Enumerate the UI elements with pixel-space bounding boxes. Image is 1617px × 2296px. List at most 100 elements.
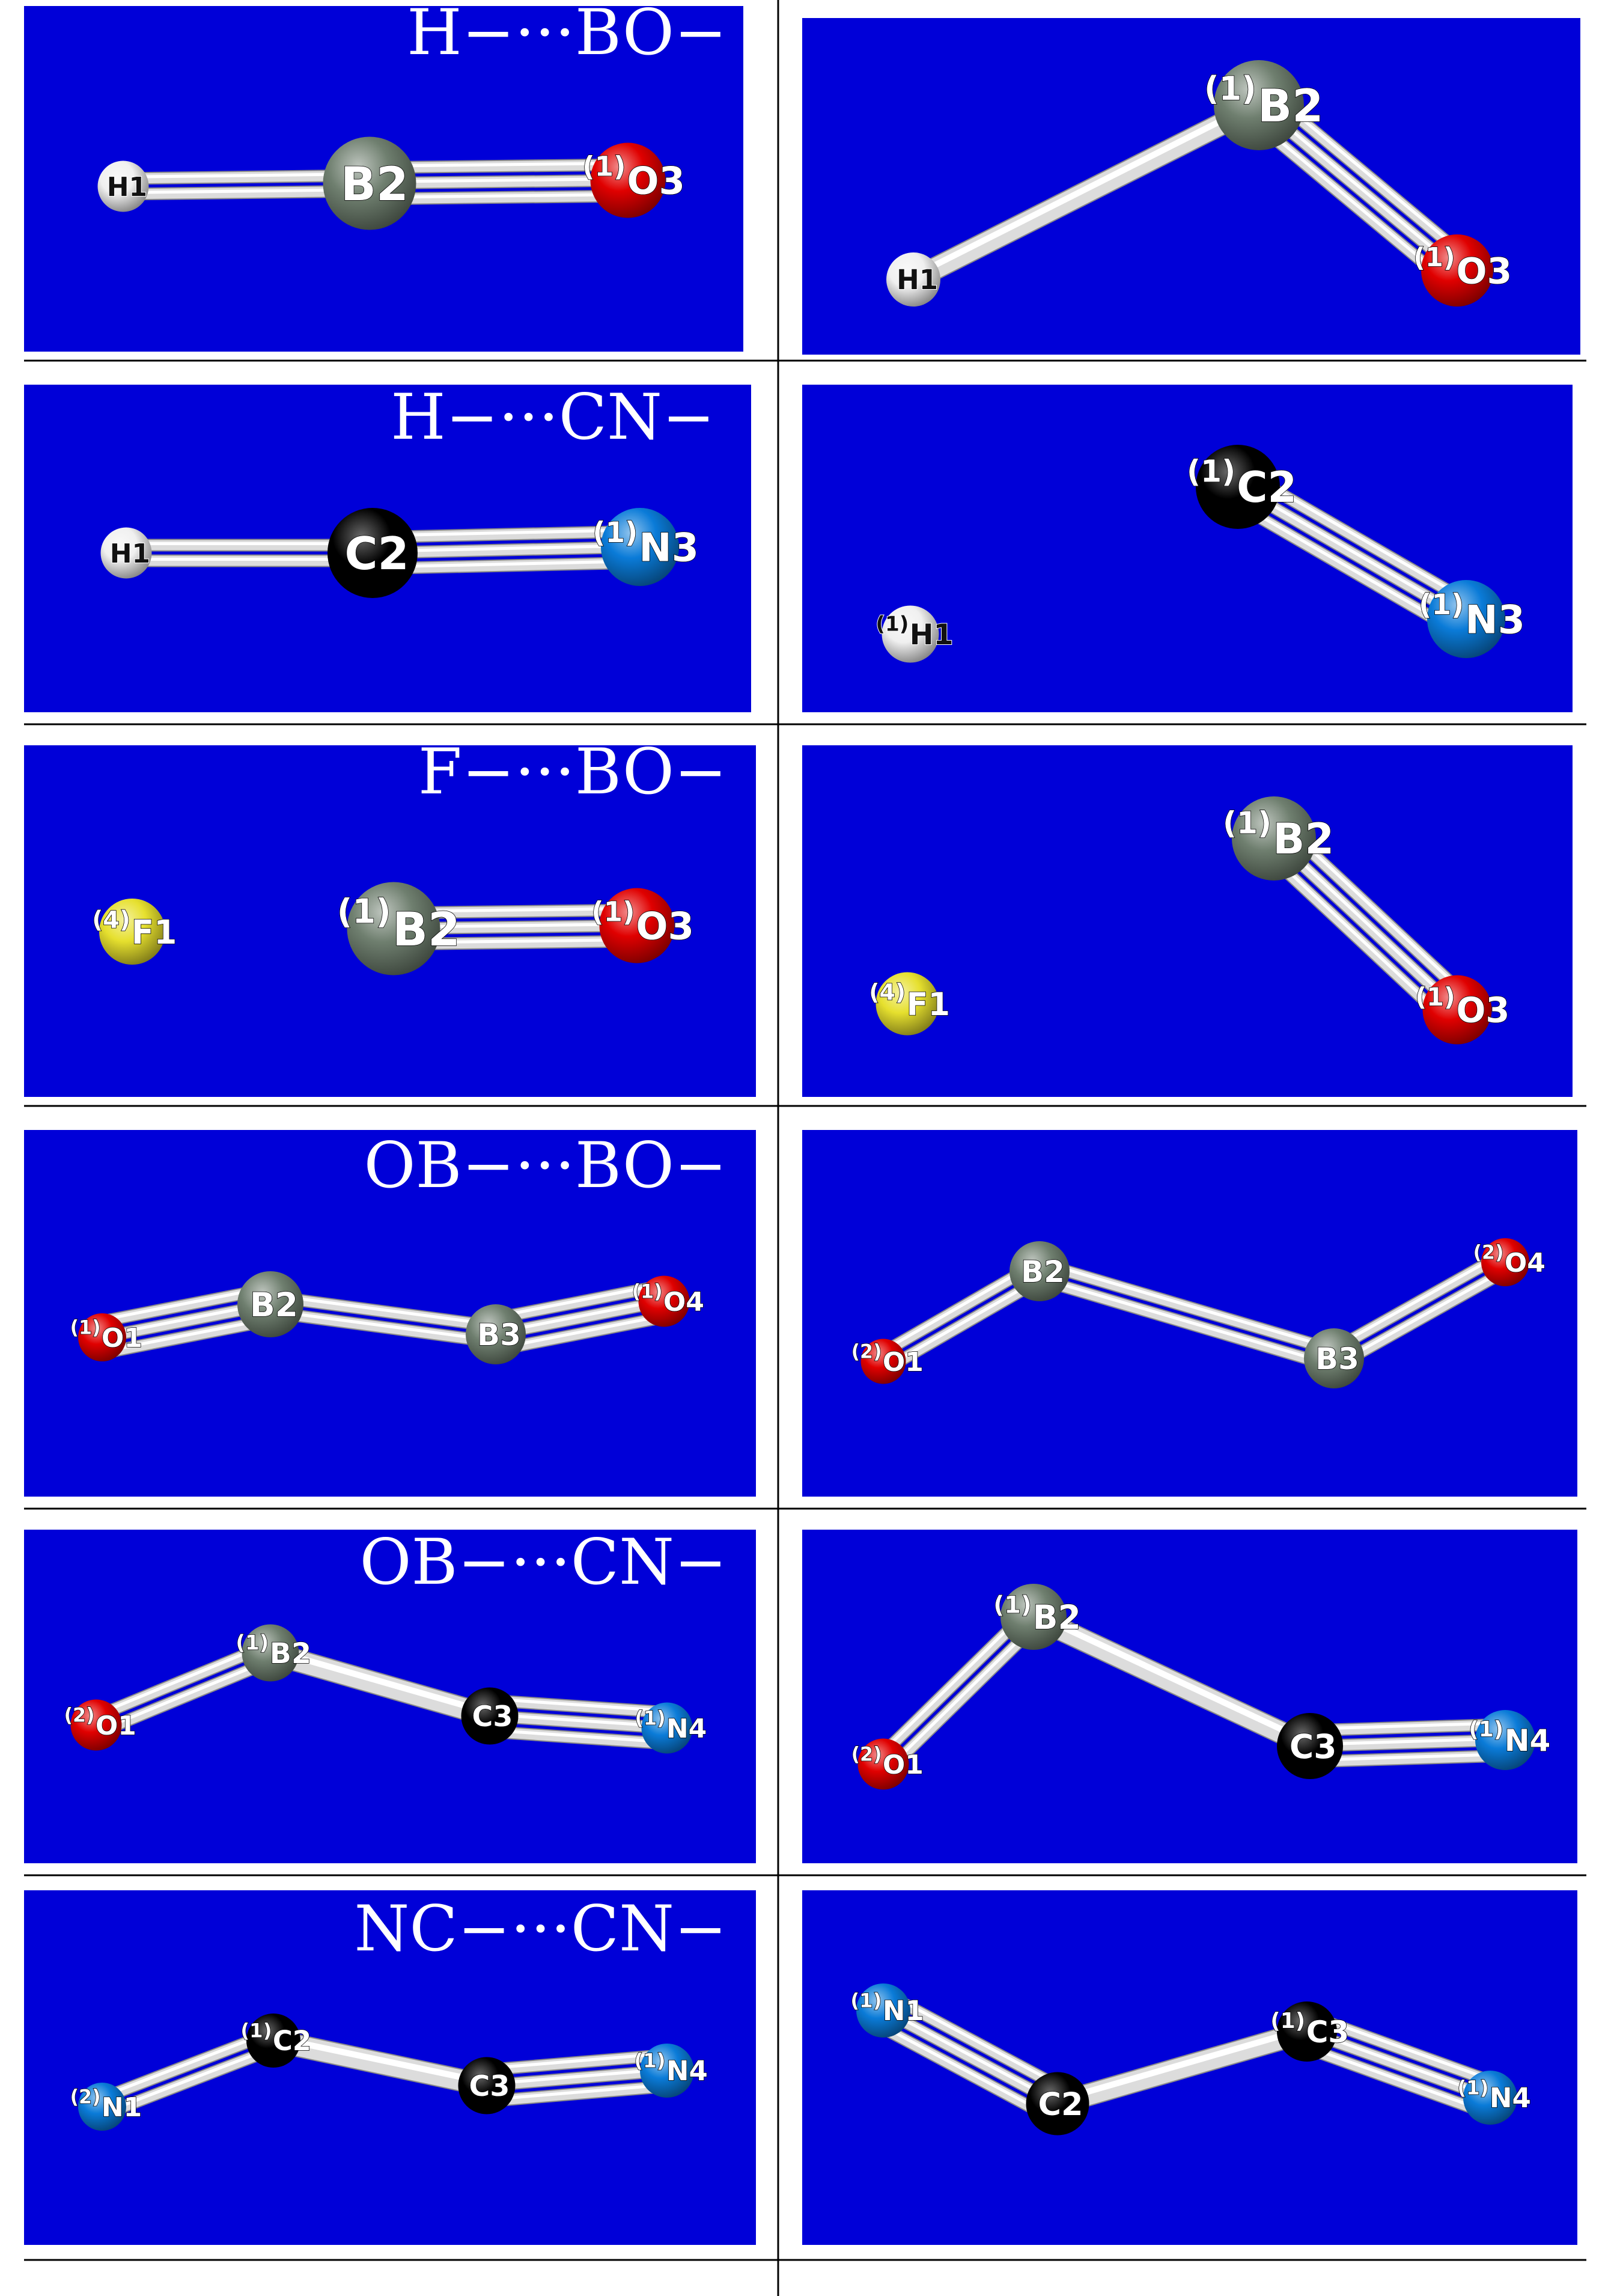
atom-sphere [1196, 445, 1280, 529]
bond-highlight [1246, 471, 1476, 606]
atom-C-C3: C3 [461, 1687, 519, 1745]
atom-B-B2: (1)B2 [993, 1584, 1082, 1650]
bond-highlight [92, 1643, 268, 1718]
atom-C-C2: (1)C2 [240, 2014, 312, 2068]
bond-highlight [885, 1275, 1044, 1369]
atom-sphere [1475, 1710, 1535, 1770]
bond-highlight [373, 559, 641, 569]
atom-N-N1: (2)N1 [70, 2083, 142, 2131]
bond-highlight [99, 1286, 267, 1322]
atom-superscript: (1) [1457, 2077, 1488, 2099]
bond-highlight [1056, 2026, 1307, 2104]
atom-label: O4 [663, 1287, 704, 1317]
atom-B-B2: B2 [1009, 1241, 1070, 1301]
atom-sphere [856, 1983, 910, 2038]
atom-sphere [638, 1275, 690, 1327]
atom-sphere [97, 160, 149, 212]
atom-label: O1 [102, 1323, 142, 1354]
bond-highlight [1268, 91, 1469, 259]
atom-superscript: (1) [1415, 983, 1455, 1012]
atom-superscript: (1) [591, 896, 635, 928]
atom-H-H1: H1 [97, 160, 149, 212]
bond-line [1243, 469, 1477, 610]
complex-title: H−···BO− [407, 0, 727, 69]
atom-superscript: (1) [1204, 70, 1256, 108]
bond-highlight [1302, 2043, 1486, 2113]
bonds [876, 1250, 1512, 1374]
bond-highlight [910, 99, 1259, 280]
atom-O-O3: (1)O3 [582, 142, 686, 218]
atom-sphere [242, 1624, 299, 1682]
atom-sphere [1421, 234, 1493, 307]
atom-sphere [1232, 796, 1316, 881]
atom-label: B2 [1273, 814, 1334, 864]
atom-superscript: (1) [1419, 589, 1464, 621]
atom-O-O1: (2)O1 [64, 1699, 137, 1751]
atom-O-O3: (1)O3 [591, 888, 695, 963]
atom-N-N3: (1)N3 [1418, 580, 1526, 658]
atom-superscript: (2) [851, 1744, 882, 1766]
atom-label: N3 [639, 525, 699, 570]
atom-label: N4 [1505, 1723, 1551, 1758]
atom-B-B3: B3 [1304, 1328, 1364, 1388]
atom-B-B2: (1)B2 [1204, 60, 1324, 150]
bond-highlight [891, 1994, 1067, 2090]
bond-highlight [875, 1609, 1028, 1759]
bond-highlight [1237, 484, 1468, 620]
bond-highlight [1336, 1266, 1509, 1366]
panel-p1-left: H−···BO− H1 B2 (1)O3 [24, 0, 743, 352]
complex-title: OB−···CN− [359, 1525, 727, 1599]
atom-superscript: (2) [1473, 1242, 1504, 1264]
atom-sphere [466, 1304, 526, 1364]
atom-C-C3: (1)C3 [1270, 2001, 1350, 2062]
bonds [1259, 822, 1472, 1026]
atom-superscript: (1) [1223, 805, 1271, 841]
atom-label: B2 [341, 157, 409, 212]
atom-O-O3: (1)O3 [1414, 975, 1510, 1045]
atom-H-H1: H1 [100, 527, 152, 579]
atom-superscript: (4) [869, 979, 906, 1006]
atom-label: C2 [1038, 2086, 1083, 2123]
atom-sphere [1304, 1328, 1364, 1388]
bond-highlight [875, 2021, 1052, 2117]
atom-superscript: (1) [70, 1317, 101, 1339]
bond-highlight [1033, 1611, 1313, 1746]
atom-sphere [78, 2083, 126, 2131]
atom-label: C3 [472, 1700, 513, 1733]
atom-sphere [246, 2014, 300, 2068]
atom-label: B3 [1315, 1342, 1359, 1376]
atom-sphere [599, 888, 675, 963]
atom-superscript: (1) [236, 1631, 269, 1655]
atom-F-F1: (4)F1 [91, 899, 177, 965]
atom-superscript: (2) [64, 1705, 95, 1727]
atom-label: B2 [270, 1637, 311, 1670]
atom-label: B2 [1033, 1598, 1081, 1637]
bond-highlight [269, 1308, 495, 1342]
bond-line [1300, 2041, 1487, 2117]
atom-superscript: (2) [851, 1342, 882, 1363]
atom-B-B2: B2 [237, 1271, 303, 1337]
atom-O-O3: (1)O3 [1413, 234, 1512, 307]
panel-p3-left: F−···BO−(4)F1(1)B2(1)O3 [24, 735, 756, 1097]
atom-label: N1 [102, 2092, 142, 2123]
atom-B-B2: (1)B2 [1222, 796, 1335, 881]
atom-sphere [461, 1687, 519, 1745]
atom-C-C2: C2 [1026, 2072, 1089, 2136]
bond-highlight [98, 1657, 273, 1733]
atom-label: N4 [666, 1714, 707, 1744]
bond-highlight [1312, 2014, 1497, 2083]
atom-label: C3 [1290, 1727, 1337, 1766]
atom-label: O1 [883, 1750, 924, 1780]
bond-highlight [1249, 115, 1449, 282]
atom-sphere [1214, 60, 1304, 150]
atom-label: F1 [132, 913, 177, 951]
bond-line [1227, 496, 1461, 637]
bond-highlight [490, 1697, 669, 1713]
panel-p3-right: (4)F1(1)B2(1)O3 [802, 745, 1573, 1097]
atom-superscript: (1) [1413, 243, 1455, 273]
bond-highlight [492, 1283, 661, 1319]
atom-sphere [601, 508, 679, 586]
